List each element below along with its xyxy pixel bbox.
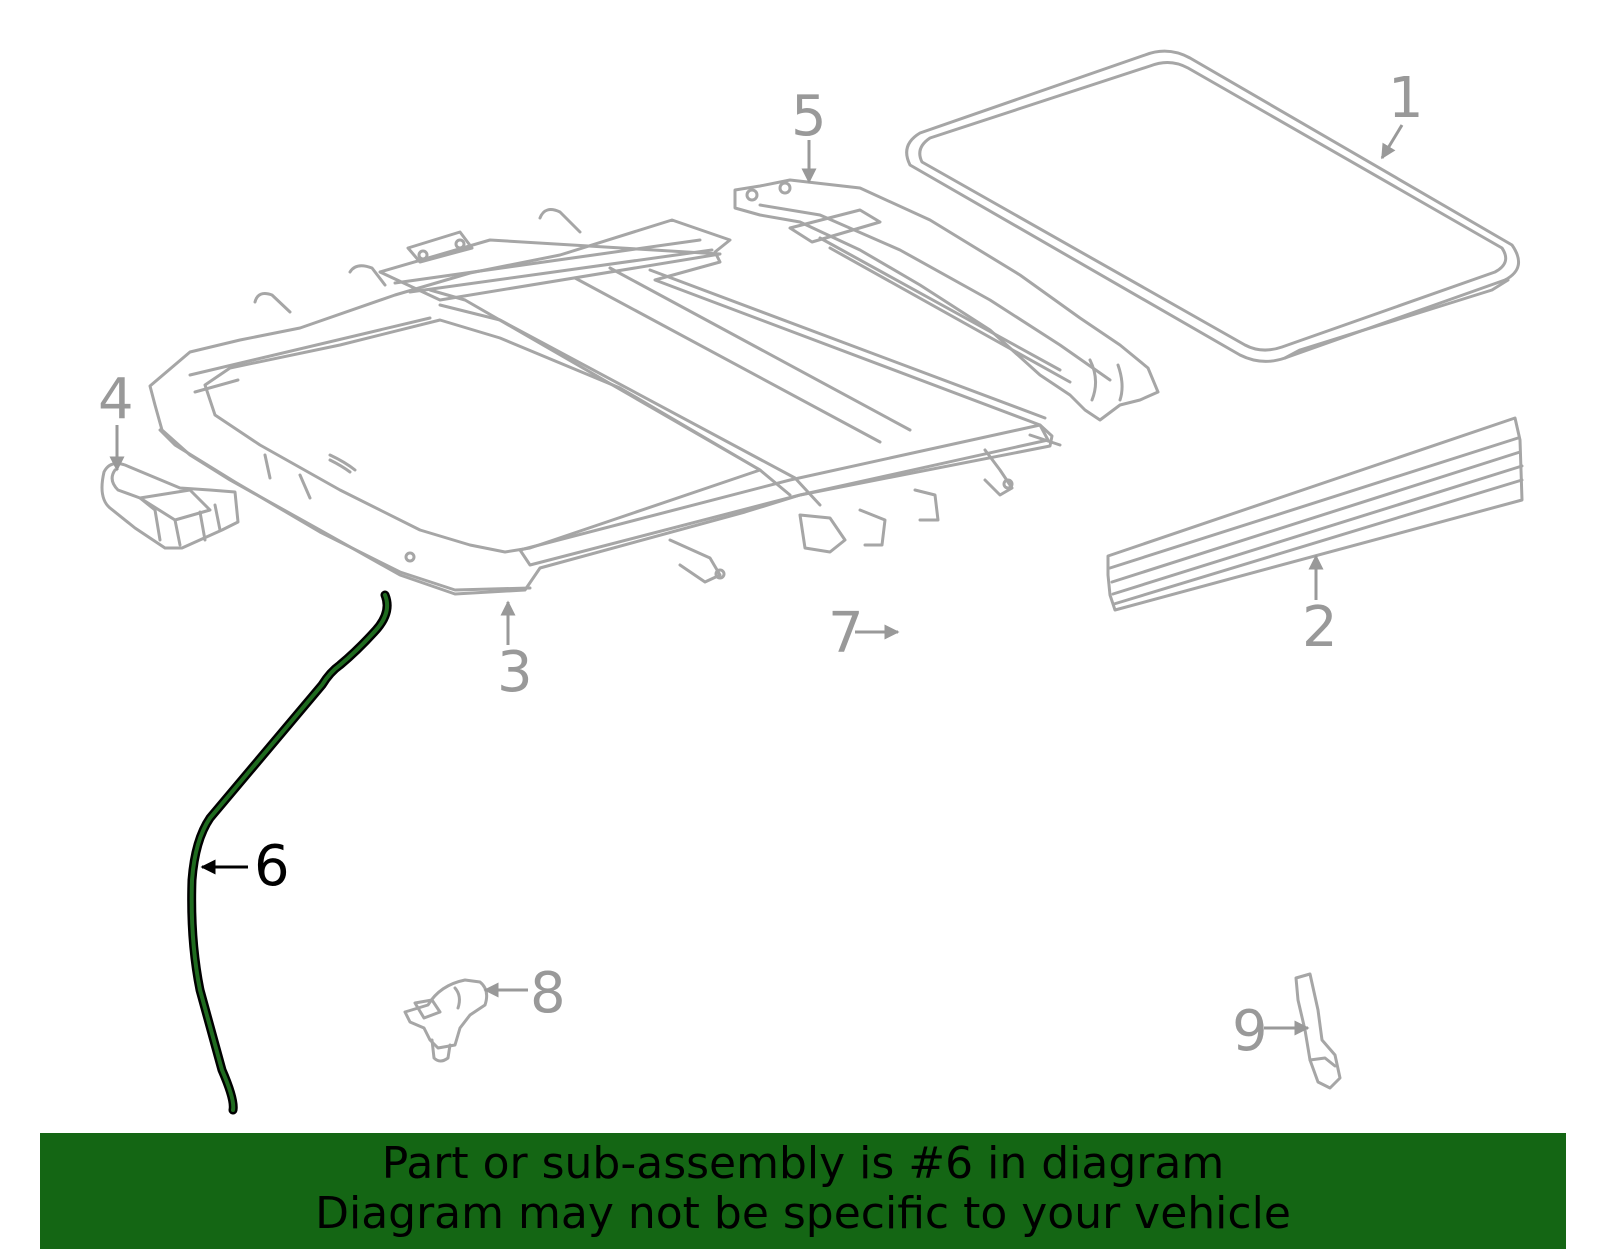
callout-label-3: 3 [497, 640, 533, 705]
part-5-wind-deflector [733, 178, 1160, 422]
callout-label-9: 9 [1232, 999, 1268, 1064]
part-2-seal [1106, 416, 1524, 612]
part-8-connector [403, 978, 489, 1063]
callout-arrow-1 [1380, 124, 1404, 160]
callout-label-2: 2 [1302, 595, 1338, 660]
callout-label-4: 4 [98, 367, 134, 432]
banner-line-part-number: Part or sub-assembly is #6 in diagram [381, 1138, 1225, 1189]
callout-label-1: 1 [1388, 66, 1424, 131]
callout-label-8: 8 [530, 961, 566, 1026]
part-4-motor [100, 462, 240, 550]
part-6-drain-hose-highlighted [187, 590, 392, 1115]
part-9-clip [1294, 972, 1342, 1090]
notice-banner: Part or sub-assembly is #6 in diagram Di… [40, 1133, 1566, 1249]
callout-label-6: 6 [254, 834, 290, 899]
banner-line-disclaimer: Diagram may not be specific to your vehi… [315, 1188, 1291, 1239]
part-1-glass-panel [905, 49, 1521, 363]
part-3-sunroof-frame [148, 208, 1062, 596]
part-7-drain-hose [897, 622, 1488, 1043]
callout-label-5: 5 [791, 84, 827, 149]
